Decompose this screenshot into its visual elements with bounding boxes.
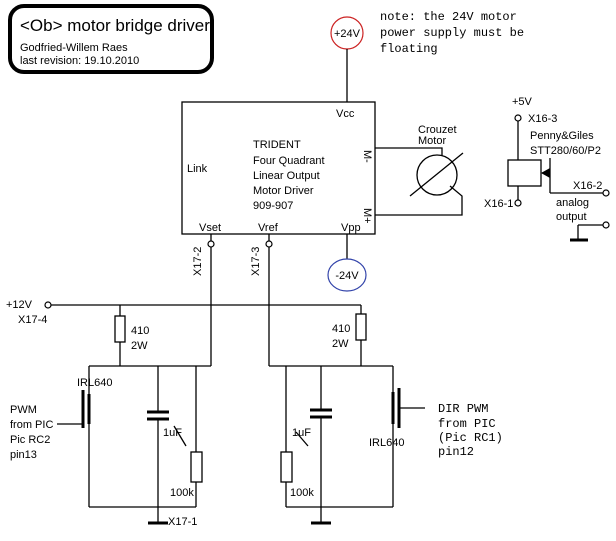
motor-driver-box: Vcc Link Vset Vref Vpp M- M+ TRIDENT Fou… [181,101,376,235]
driver-name-1: TRIDENT [253,139,301,151]
left-stage: 410 2W IRL640 PWM from PIC Pic RC2 pin13… [10,305,211,528]
right-input-2: from PIC [438,417,496,431]
diagram-title: <Ob> motor bridge driver [20,16,210,35]
right-stage: 410 2W IRL640 DIR PWM from PIC (Pic RC1)… [269,305,503,525]
vcc-pin: Vcc [336,108,355,120]
vref-pin: Vref [258,222,279,234]
x17-4-label: X17-4 [18,314,47,326]
driver-name-4: Motor Driver [253,185,314,197]
pot-model: STT280/60/P2 [530,145,601,157]
right-resistor-100k [280,451,293,483]
x16-2-label: X16-2 [573,180,602,192]
control-lines: X17-2 X17-3 +12V X17-4 [6,234,361,366]
right-mosfet-label: IRL640 [369,437,404,449]
neg-24v-circle [327,258,367,292]
driver-name-3: Linear Output [253,170,320,182]
driver-name-5: 909-907 [253,200,293,212]
vset-pin: Vset [199,222,221,234]
left-input-4: pin13 [10,449,37,461]
author: Godfried-Willem Raes [20,42,128,54]
left-res2-label: 100k [170,487,194,499]
title-box: <Ob> motor bridge driver Godfried-Willem… [8,4,214,74]
pos-24v-label: +24V [334,28,361,40]
vpp-pin: Vpp [341,222,361,234]
note-line-3: floating [380,42,438,56]
left-resistor-100k [190,451,203,483]
note-line-2: power supply must be [380,26,524,40]
motor-circle [416,154,458,196]
right-resistor-power: 2W [332,338,349,350]
pot-body [507,159,542,187]
left-resistor-value: 410 [131,325,149,337]
right-resistor-value: 410 [332,323,350,335]
left-resistor-power: 2W [131,340,148,352]
left-input-3: Pic RC2 [10,434,50,446]
motor-label-2: Motor [418,135,446,147]
x17-3-label: X17-3 [250,247,262,276]
x16-1-label: X16-1 [484,198,513,210]
x17-1-label: X17-1 [168,516,197,528]
motor-label-1: Crouzet [418,124,457,136]
left-input-1: PWM [10,404,37,416]
right-resistor-410 [355,313,367,341]
right-input-1: DIR PWM [438,402,488,416]
link-pin: Link [187,163,208,175]
neg-24v-label: -24V [335,270,359,282]
analog-label: analog [556,197,589,209]
output-label: output [556,211,587,223]
m-plus-pin: M+ [361,208,373,224]
left-input-2: from PIC [10,419,53,431]
left-mosfet-label: IRL640 [77,377,112,389]
revision: last revision: 19.10.2010 [20,55,139,67]
right-res2-label: 100k [290,487,314,499]
right-cap-label: 1uF [292,427,311,439]
driver-name-2: Four Quadrant [253,155,325,167]
pos-12v-label: +12V [6,299,33,311]
pos-5v-label: +5V [512,96,533,108]
left-cap-label: 1uF [163,427,182,439]
note-line-1: note: the 24V motor [380,10,517,24]
pos-24v-supply: +24V [330,16,364,102]
potentiometer: +5V X16-3 Penny&Giles STT280/60/P2 X16-2… [484,96,610,242]
right-input-3: (Pic RC1) [438,431,503,445]
crouzet-motor: Crouzet Motor [375,124,464,216]
note: note: the 24V motor power supply must be… [380,10,524,56]
right-input-4: pin12 [438,445,474,459]
x16-3-label: X16-3 [528,113,557,125]
pot-maker: Penny&Giles [530,130,594,142]
m-minus-pin: M- [361,150,373,163]
neg-24v-supply: -24V [327,234,367,292]
x17-2-label: X17-2 [192,247,204,276]
left-resistor-410 [114,315,126,343]
